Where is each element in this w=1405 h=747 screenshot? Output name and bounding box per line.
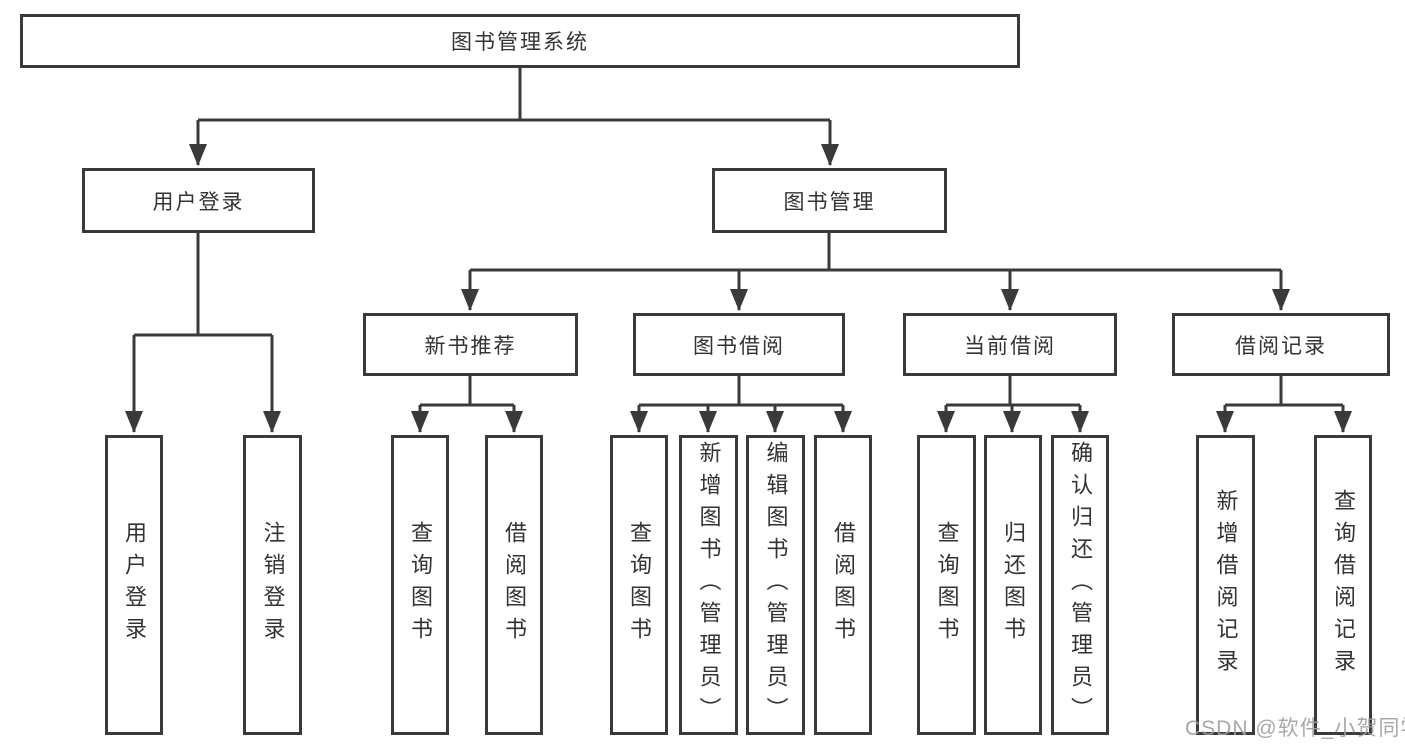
- node-new-book-recommend-label: 新书推荐: [424, 334, 517, 358]
- leaf-br-query-borrow-record: 查询借阅记录: [1314, 435, 1372, 735]
- connector-new-book-recommend: [411, 376, 523, 433]
- leaf-bb-add-books-admin: 新增图书（管理员）: [679, 435, 738, 735]
- leaf-user-login-label: 用户登录: [122, 521, 147, 649]
- node-root-label: 图书管理系统: [451, 31, 589, 54]
- leaf-cb-return-books: 归还图书: [984, 435, 1042, 735]
- node-book-management-label: 图书管理: [783, 190, 876, 214]
- node-book-borrow: 图书借阅: [633, 313, 845, 376]
- leaf-bb-query-books-label: 查询图书: [627, 521, 652, 649]
- connector-root: [189, 68, 839, 166]
- leaf-bb-borrow-books-label: 借阅图书: [831, 521, 856, 649]
- leaf-bb-edit-books-admin-label: 编辑图书（管理员）: [763, 441, 789, 729]
- connector-user-login: [125, 233, 281, 433]
- leaf-user-login: 用户登录: [105, 435, 163, 735]
- leaf-nbr-query-books-label: 查询图书: [408, 521, 433, 649]
- connector-current-borrow: [937, 376, 1089, 433]
- connector-book-borrow: [630, 376, 852, 433]
- leaf-br-add-borrow-record: 新增借阅记录: [1196, 435, 1255, 735]
- leaf-br-add-borrow-record-label: 新增借阅记录: [1213, 489, 1239, 681]
- node-user-login-label: 用户登录: [152, 190, 245, 214]
- leaf-cb-query-books: 查询图书: [917, 435, 976, 735]
- node-new-book-recommend: 新书推荐: [363, 313, 578, 376]
- node-current-borrow: 当前借阅: [903, 313, 1117, 376]
- node-user-login: 用户登录: [82, 168, 315, 233]
- leaf-nbr-query-books: 查询图书: [391, 435, 449, 735]
- node-borrow-records: 借阅记录: [1172, 313, 1390, 376]
- connector-book-management: [461, 233, 1290, 311]
- leaf-cb-query-books-label: 查询图书: [934, 521, 960, 649]
- node-book-borrow-label: 图书借阅: [693, 334, 785, 358]
- leaf-bb-borrow-books: 借阅图书: [814, 435, 872, 735]
- csdn-watermark: CSDN @软件_小贺同学: [1185, 717, 1405, 740]
- connector-borrow-records: [1216, 376, 1352, 433]
- leaf-logout-label: 注销登录: [260, 521, 286, 649]
- leaf-cb-return-books-label: 归还图书: [1001, 521, 1026, 649]
- leaf-nbr-borrow-books-label: 借阅图书: [502, 521, 527, 649]
- leaf-bb-edit-books-admin: 编辑图书（管理员）: [746, 435, 805, 735]
- leaf-cb-confirm-return-admin-label: 确认归还（管理员）: [1068, 441, 1093, 729]
- leaf-bb-query-books: 查询图书: [610, 435, 668, 735]
- leaf-cb-confirm-return-admin: 确认归还（管理员）: [1051, 435, 1109, 735]
- node-root: 图书管理系统: [20, 14, 1020, 68]
- leaf-nbr-borrow-books: 借阅图书: [485, 435, 543, 735]
- node-borrow-records-label: 借阅记录: [1235, 334, 1327, 358]
- node-current-borrow-label: 当前借阅: [964, 334, 1056, 358]
- leaf-logout: 注销登录: [243, 435, 302, 735]
- node-book-management: 图书管理: [712, 168, 947, 233]
- leaf-bb-add-books-admin-label: 新增图书（管理员）: [696, 441, 722, 729]
- leaf-br-query-borrow-record-label: 查询借阅记录: [1331, 489, 1356, 681]
